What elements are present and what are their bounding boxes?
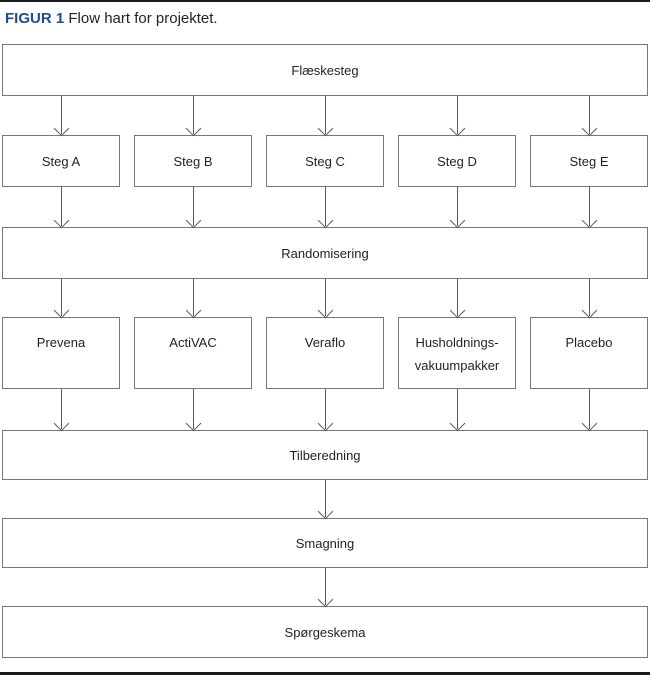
node-label: Prevena [36, 335, 86, 350]
down-arrow-icon [54, 187, 69, 227]
down-arrow-icon [318, 279, 333, 317]
node-steg-c: Steg C [266, 135, 384, 187]
treatments-row: Prevena ActiVAC Veraflo Husholdnings- va… [2, 317, 648, 389]
arrow-cell [134, 96, 252, 135]
down-arrow-icon [582, 96, 597, 135]
node-label: ActiVAC [169, 335, 217, 350]
down-arrow-icon [582, 187, 597, 227]
node-label: Steg D [437, 153, 477, 169]
down-arrow-icon [186, 389, 201, 430]
node-label: Veraflo [304, 335, 346, 350]
down-arrow-icon [450, 279, 465, 317]
node-label: Tilberedning [289, 447, 361, 463]
node-placebo: Placebo [530, 317, 648, 389]
down-arrow-icon [186, 187, 201, 227]
node-tilberedning: Tilberedning [2, 430, 648, 480]
node-label: Spørgeskema [284, 624, 366, 640]
arrow-cell [530, 187, 648, 227]
arrow-row-randomization-to-treatments [2, 279, 648, 317]
down-arrow-icon [186, 96, 201, 135]
figure-caption: FIGUR 1 Flow hart for projektet. [5, 10, 650, 28]
arrow-cell [2, 187, 120, 227]
arrow-row-tasting-to-questionnaire [2, 568, 648, 606]
down-arrow-icon [318, 187, 333, 227]
down-arrow-icon [186, 279, 201, 317]
arrow-cell [134, 389, 252, 430]
arrow-row-treatments-to-preparation [2, 389, 648, 430]
node-label: Steg C [305, 153, 345, 169]
node-activac: ActiVAC [134, 317, 252, 389]
node-label: Smagning [295, 535, 355, 551]
node-label: Steg B [173, 153, 213, 169]
arrow-cell [266, 389, 384, 430]
node-steg-d: Steg D [398, 135, 516, 187]
arrow-cell [398, 389, 516, 430]
arrow-cell [266, 187, 384, 227]
node-label: Steg E [569, 153, 609, 169]
node-label: Husholdnings- vakuumpakker [414, 335, 500, 373]
arrow-cell [134, 279, 252, 317]
caption-label: FIGUR 1 [5, 10, 65, 27]
arrow-cell [2, 96, 120, 135]
flowchart: Flæskesteg Steg A Steg B Steg C Steg D S… [2, 44, 648, 658]
node-label: Randomisering [281, 245, 369, 261]
arrow-cell [266, 279, 384, 317]
arrow-cell [530, 279, 648, 317]
arrow-cell [530, 96, 648, 135]
arrow-cell [398, 187, 516, 227]
arrow-cell [530, 389, 648, 430]
down-arrow-icon [450, 389, 465, 430]
node-steg-e: Steg E [530, 135, 648, 187]
down-arrow-icon [318, 389, 333, 430]
down-arrow-icon [582, 279, 597, 317]
bottom-rule [0, 672, 650, 675]
down-arrow-icon [318, 96, 333, 135]
arrow-cell [2, 389, 120, 430]
caption-text: Flow hart for projektet. [68, 10, 218, 27]
down-arrow-icon [450, 187, 465, 227]
arrow-row-source-to-steps [2, 96, 648, 135]
node-veraflo: Veraflo [266, 317, 384, 389]
down-arrow-icon [318, 568, 333, 606]
node-label: Placebo [565, 335, 613, 350]
arrow-cell [398, 96, 516, 135]
node-randomisering: Randomisering [2, 227, 648, 279]
down-arrow-icon [54, 96, 69, 135]
arrow-cell [134, 187, 252, 227]
node-prevena: Prevena [2, 317, 120, 389]
arrow-cell [2, 279, 120, 317]
down-arrow-icon [54, 389, 69, 430]
down-arrow-icon [318, 480, 333, 518]
top-rule [0, 0, 650, 2]
node-sporgeskema: Spørgeskema [2, 606, 648, 658]
steps-row: Steg A Steg B Steg C Steg D Steg E [2, 135, 648, 187]
node-steg-a: Steg A [2, 135, 120, 187]
arrow-cell [398, 279, 516, 317]
arrow-cell [266, 96, 384, 135]
down-arrow-icon [450, 96, 465, 135]
arrow-row-preparation-to-tasting [2, 480, 648, 518]
node-husholdnings-vakuumpakker: Husholdnings- vakuumpakker [398, 317, 516, 389]
down-arrow-icon [54, 279, 69, 317]
node-steg-b: Steg B [134, 135, 252, 187]
node-label: Flæskesteg [291, 62, 359, 78]
down-arrow-icon [582, 389, 597, 430]
node-label: Steg A [41, 153, 81, 169]
node-flaeskesteg: Flæskesteg [2, 44, 648, 96]
node-smagning: Smagning [2, 518, 648, 568]
arrow-row-steps-to-randomization [2, 187, 648, 227]
